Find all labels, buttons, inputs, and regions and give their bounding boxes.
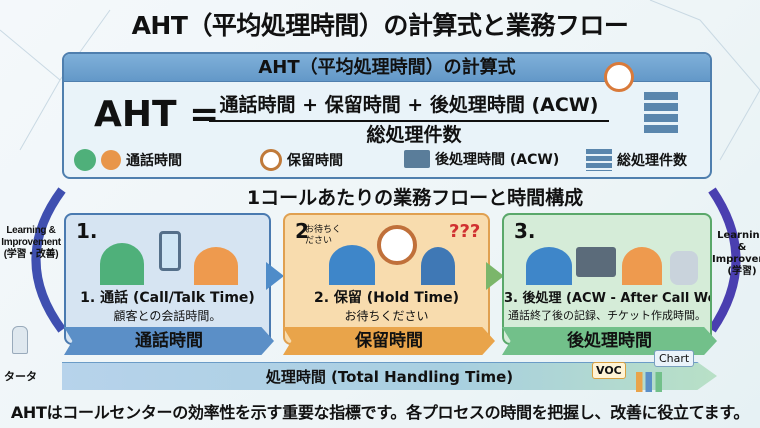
question-marks-icon: ??? — [449, 221, 481, 242]
hold-time-bar: 保留時間 — [283, 327, 495, 355]
bar-chart-icon — [636, 372, 662, 392]
flow-arrow-icon — [486, 262, 504, 290]
step-number: 3. — [514, 219, 536, 243]
chart-bubble: Chart — [654, 350, 695, 367]
step-desc: 通話終了後の記録、チケット作成時間。 — [508, 309, 706, 322]
customer-icon — [421, 247, 455, 285]
agent-computer-icon — [404, 150, 430, 168]
step-number: 2 — [295, 219, 309, 243]
server-stack-icon — [586, 149, 612, 171]
cycle-arc-left — [31, 187, 66, 333]
step-title: 3. 後処理 (ACW - After Call Work) — [504, 291, 710, 306]
legend-total: 総処理件数 — [586, 149, 687, 171]
talk-time-bar: 通話時間 — [64, 327, 274, 355]
step-desc: 顧客との会話時間。 — [113, 309, 222, 323]
legend-label: 総処理件数 — [617, 153, 687, 169]
data-label: タータ — [4, 370, 37, 383]
smartphone-icon — [159, 231, 181, 271]
customer-icon — [101, 150, 121, 170]
step-desc: お待ちください — [344, 309, 429, 323]
legend-acw: 後処理時間 (ACW) — [404, 149, 559, 169]
flow-arrow-icon — [266, 262, 284, 290]
legend-label: 保留時間 — [287, 153, 343, 169]
footer-note: AHTはコールセンターの効率性を示す重要な指標です。各プロセスの時間を把握し、改… — [10, 403, 750, 422]
server-stack-icon — [644, 92, 678, 134]
step-number: 1. — [76, 219, 98, 243]
page-title: AHT（平均処理時間）の計算式と業務フロー — [131, 11, 629, 40]
agent-icon — [100, 243, 144, 285]
agent-customer-icon — [74, 149, 96, 171]
voc-bubble: VOC — [592, 362, 626, 379]
cycle-arc-right — [708, 187, 741, 333]
formula-box: AHT（平均処理時間）の計算式 AHT = 通話時間 + 保留時間 + 後処理時… — [62, 52, 712, 179]
legend-label: 通話時間 — [126, 153, 182, 169]
step-title: 1. 通話 (Call/Talk Time) — [80, 290, 255, 306]
legend-label: 後処理時間 (ACW) — [435, 152, 560, 168]
stopwatch-icon — [604, 62, 634, 92]
formula-header: AHT（平均処理時間）の計算式 — [64, 54, 710, 82]
step-title: 2. 保留 (Hold Time) — [313, 290, 460, 306]
coworker-icon — [622, 247, 662, 285]
hold-bubble: お待ちください — [305, 225, 342, 246]
formula-denominator: 総処理件数 — [366, 124, 462, 146]
customer-icon — [194, 247, 238, 285]
learning-label-left: Learning & Improvement (学習・改善) — [1, 225, 61, 260]
agent-icon — [526, 247, 572, 285]
legend-talk: 通話時間 — [74, 149, 182, 171]
agent-icon — [329, 245, 375, 285]
step-call-panel: 1. 1. 通話 (Call/Talk Time) 顧客との会話時間。 — [64, 213, 271, 345]
formula-numerator: 通話時間 + 保留時間 + 後処理時間 (ACW) — [209, 90, 609, 122]
robot-icon — [670, 251, 698, 285]
phone-clock-icon — [260, 149, 282, 171]
legend-hold: 保留時間 — [260, 149, 343, 171]
clock-icon — [377, 225, 417, 265]
step-acw-panel: 3. 3. 後処理 (ACW - After Call Work) 通話終了後の… — [502, 213, 712, 345]
flow-title: 1コールあたりの業務フローと時間構成 — [246, 187, 584, 209]
formula-lhs: AHT = — [94, 94, 220, 135]
learning-label-right: Learning & Improvement (学習) — [712, 230, 760, 277]
data-device-icon — [12, 326, 28, 354]
step-hold-panel: 2 お待ちください ??? 2. 保留 (Hold Time) お待ちください — [283, 213, 490, 345]
computer-icon — [576, 247, 616, 277]
